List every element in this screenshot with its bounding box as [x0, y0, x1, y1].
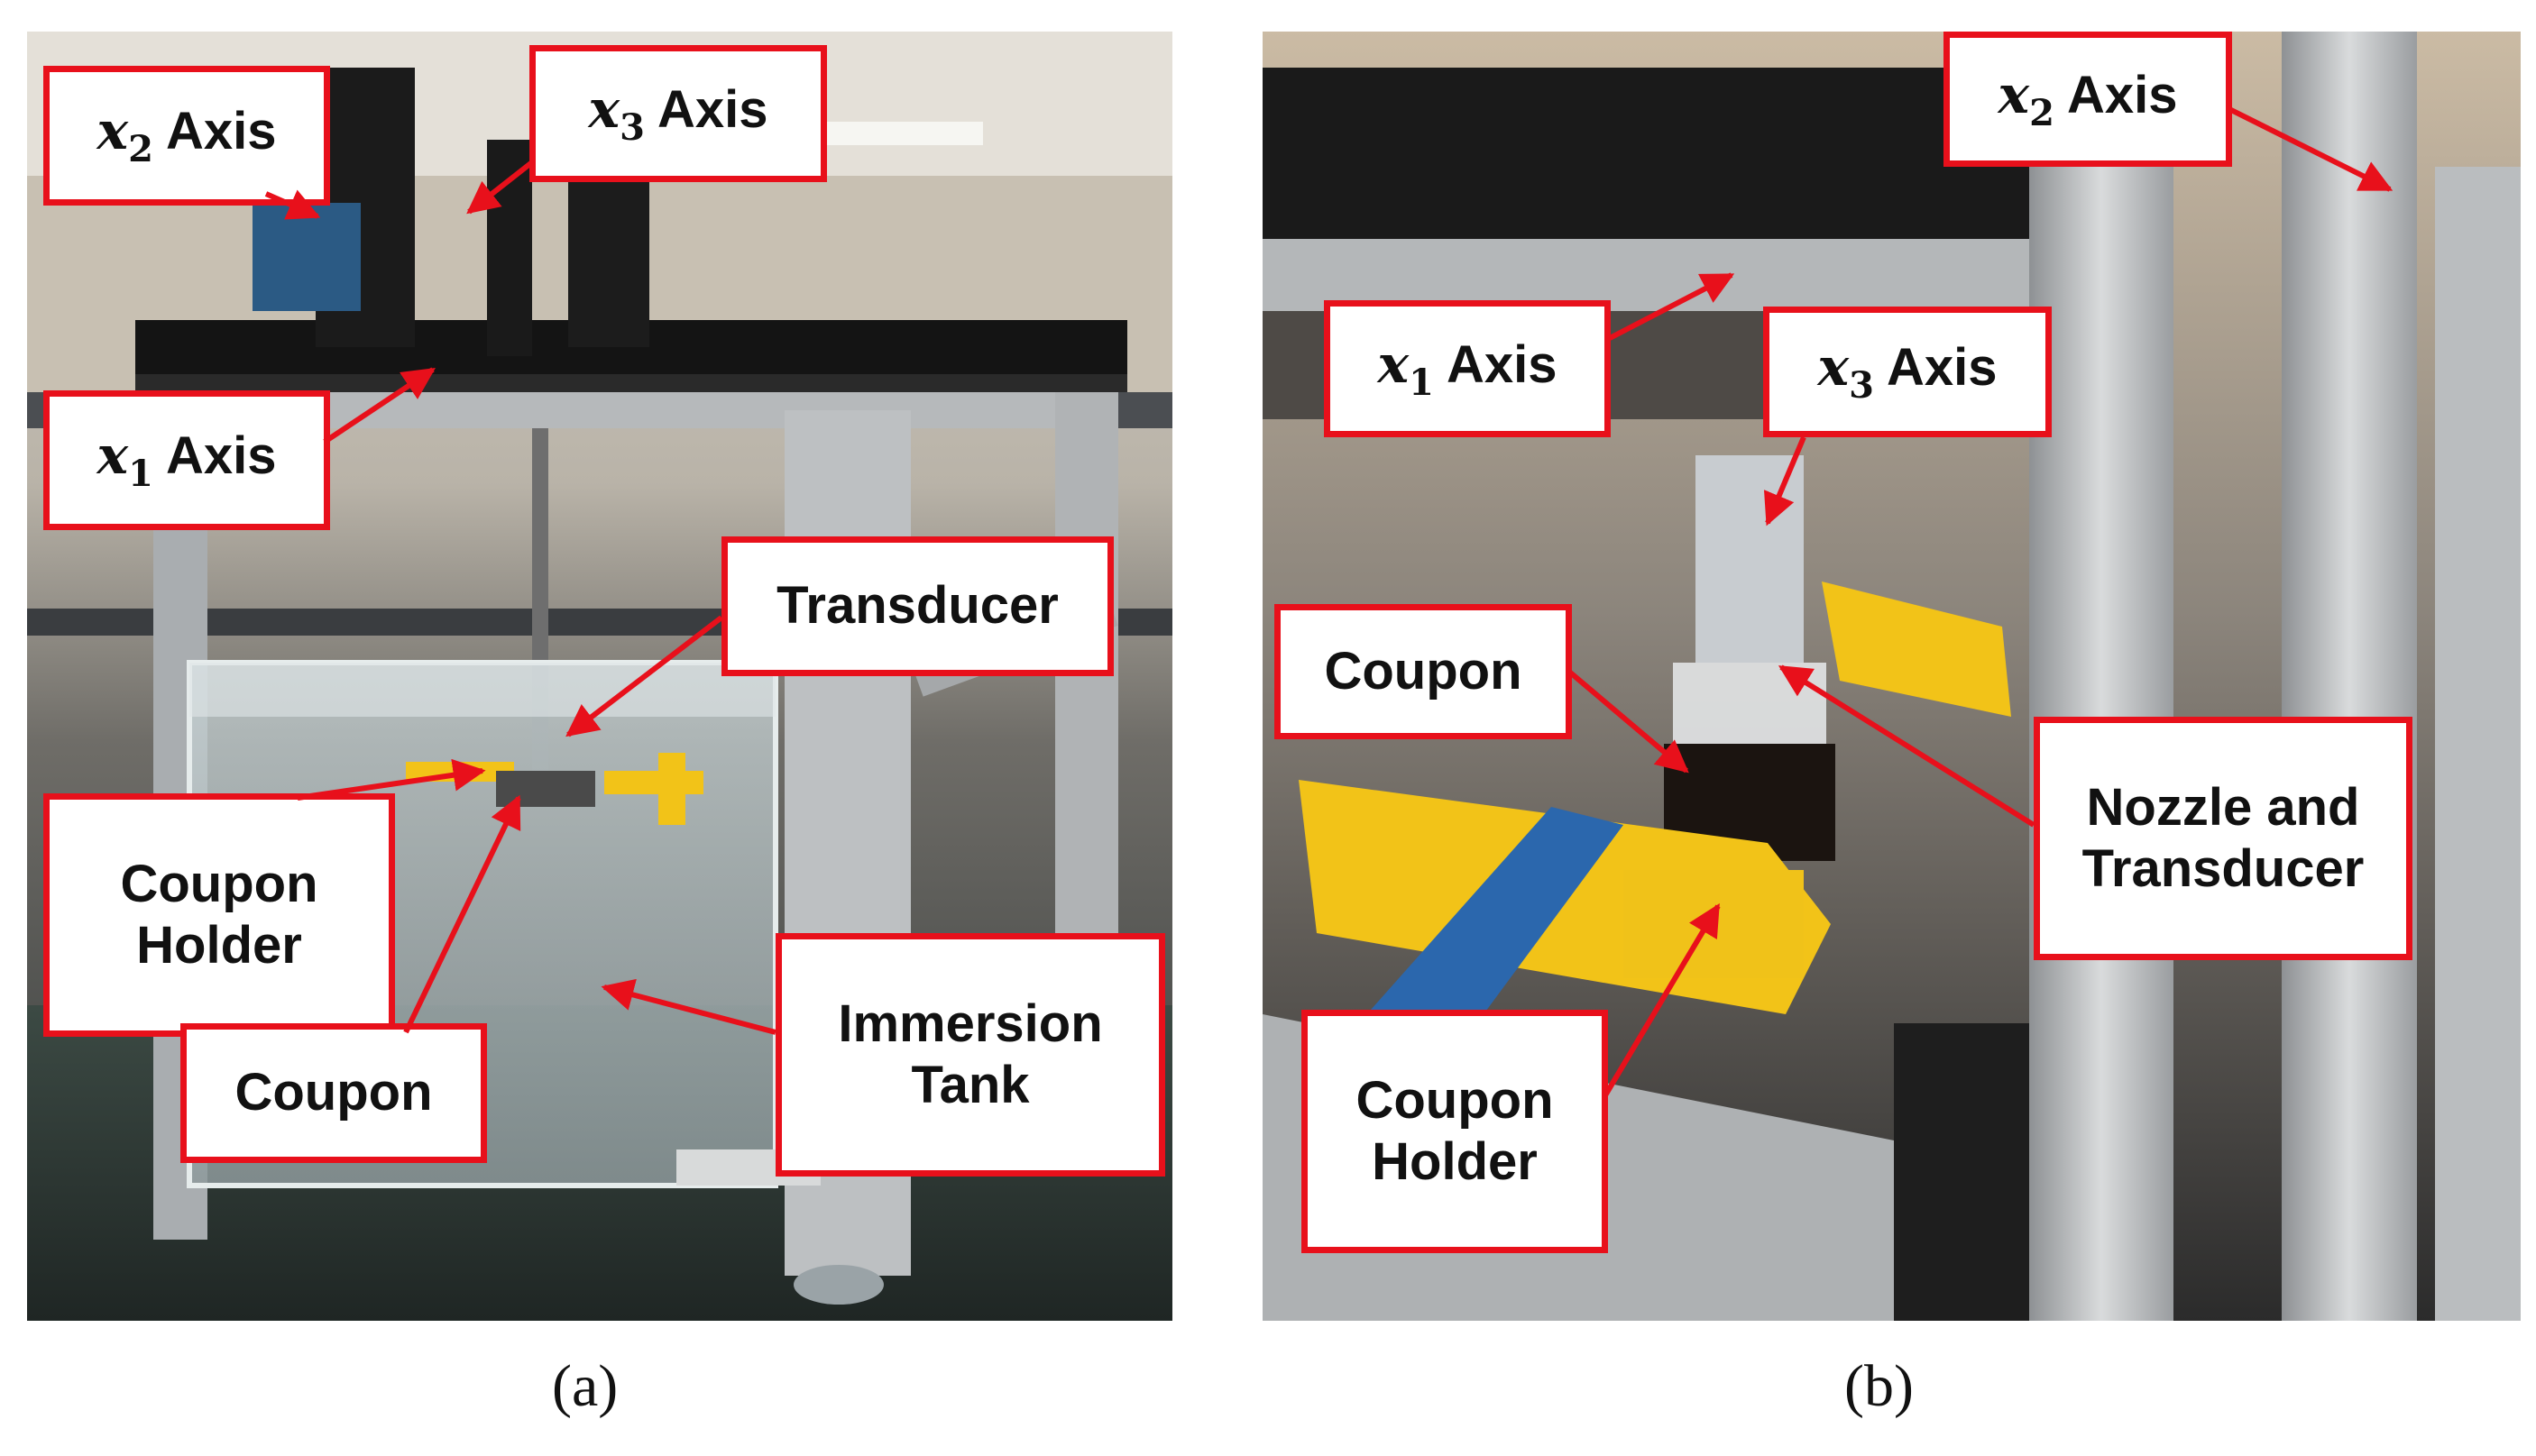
label-x2-var: x — [1998, 63, 2030, 125]
label-x1-var: x — [96, 425, 129, 487]
label-x2-var: x — [96, 100, 129, 162]
label-x1-text: Axis — [165, 426, 277, 486]
photo-panel-a: x2 Axis x3 Axis x1 Axis Transducer Coupo… — [27, 32, 1172, 1321]
label-transducer: Transducer — [721, 536, 1114, 676]
label-coupon: Coupon — [1274, 604, 1572, 739]
label-nozzle-and-transducer: Nozzle and Transducer — [2034, 717, 2412, 960]
label-x2-axis: x2 Axis — [1943, 32, 2232, 167]
label-x3-var: x — [1817, 336, 1850, 398]
label-x3-sub: 3 — [1849, 364, 1874, 407]
label-x3-text: Axis — [1886, 338, 1998, 398]
label-x2-sub: 2 — [128, 128, 153, 171]
label-x1-var: x — [1377, 333, 1410, 395]
label-x1-axis: x1 Axis — [1324, 300, 1611, 437]
caption-a: (a) — [552, 1353, 619, 1419]
label-x1-axis: x1 Axis — [43, 390, 330, 530]
label-x2-text: Axis — [165, 102, 277, 161]
label-x3-var: x — [588, 78, 620, 140]
photo-panel-b: x2 Axis x1 Axis x3 Axis Coupon Nozzle an… — [1263, 32, 2521, 1321]
label-x2-sub: 2 — [2029, 91, 2054, 134]
label-x1-text: Axis — [1446, 334, 1557, 394]
label-coupon-holder: Coupon Holder — [43, 793, 395, 1037]
label-x2-axis: x2 Axis — [43, 66, 330, 206]
label-x3-axis: x3 Axis — [1763, 307, 2052, 437]
label-x2-text: Axis — [2066, 65, 2178, 124]
label-x3-sub: 3 — [620, 105, 645, 149]
label-coupon-holder: Coupon Holder — [1301, 1010, 1608, 1253]
label-x1-sub: 1 — [128, 453, 153, 496]
label-x1-sub: 1 — [1409, 361, 1434, 404]
label-coupon: Coupon — [180, 1023, 487, 1163]
caption-b: (b) — [1844, 1353, 1914, 1419]
label-x3-text: Axis — [657, 79, 768, 139]
label-immersion-tank: Immersion Tank — [776, 933, 1165, 1177]
label-x3-axis: x3 Axis — [529, 45, 827, 182]
